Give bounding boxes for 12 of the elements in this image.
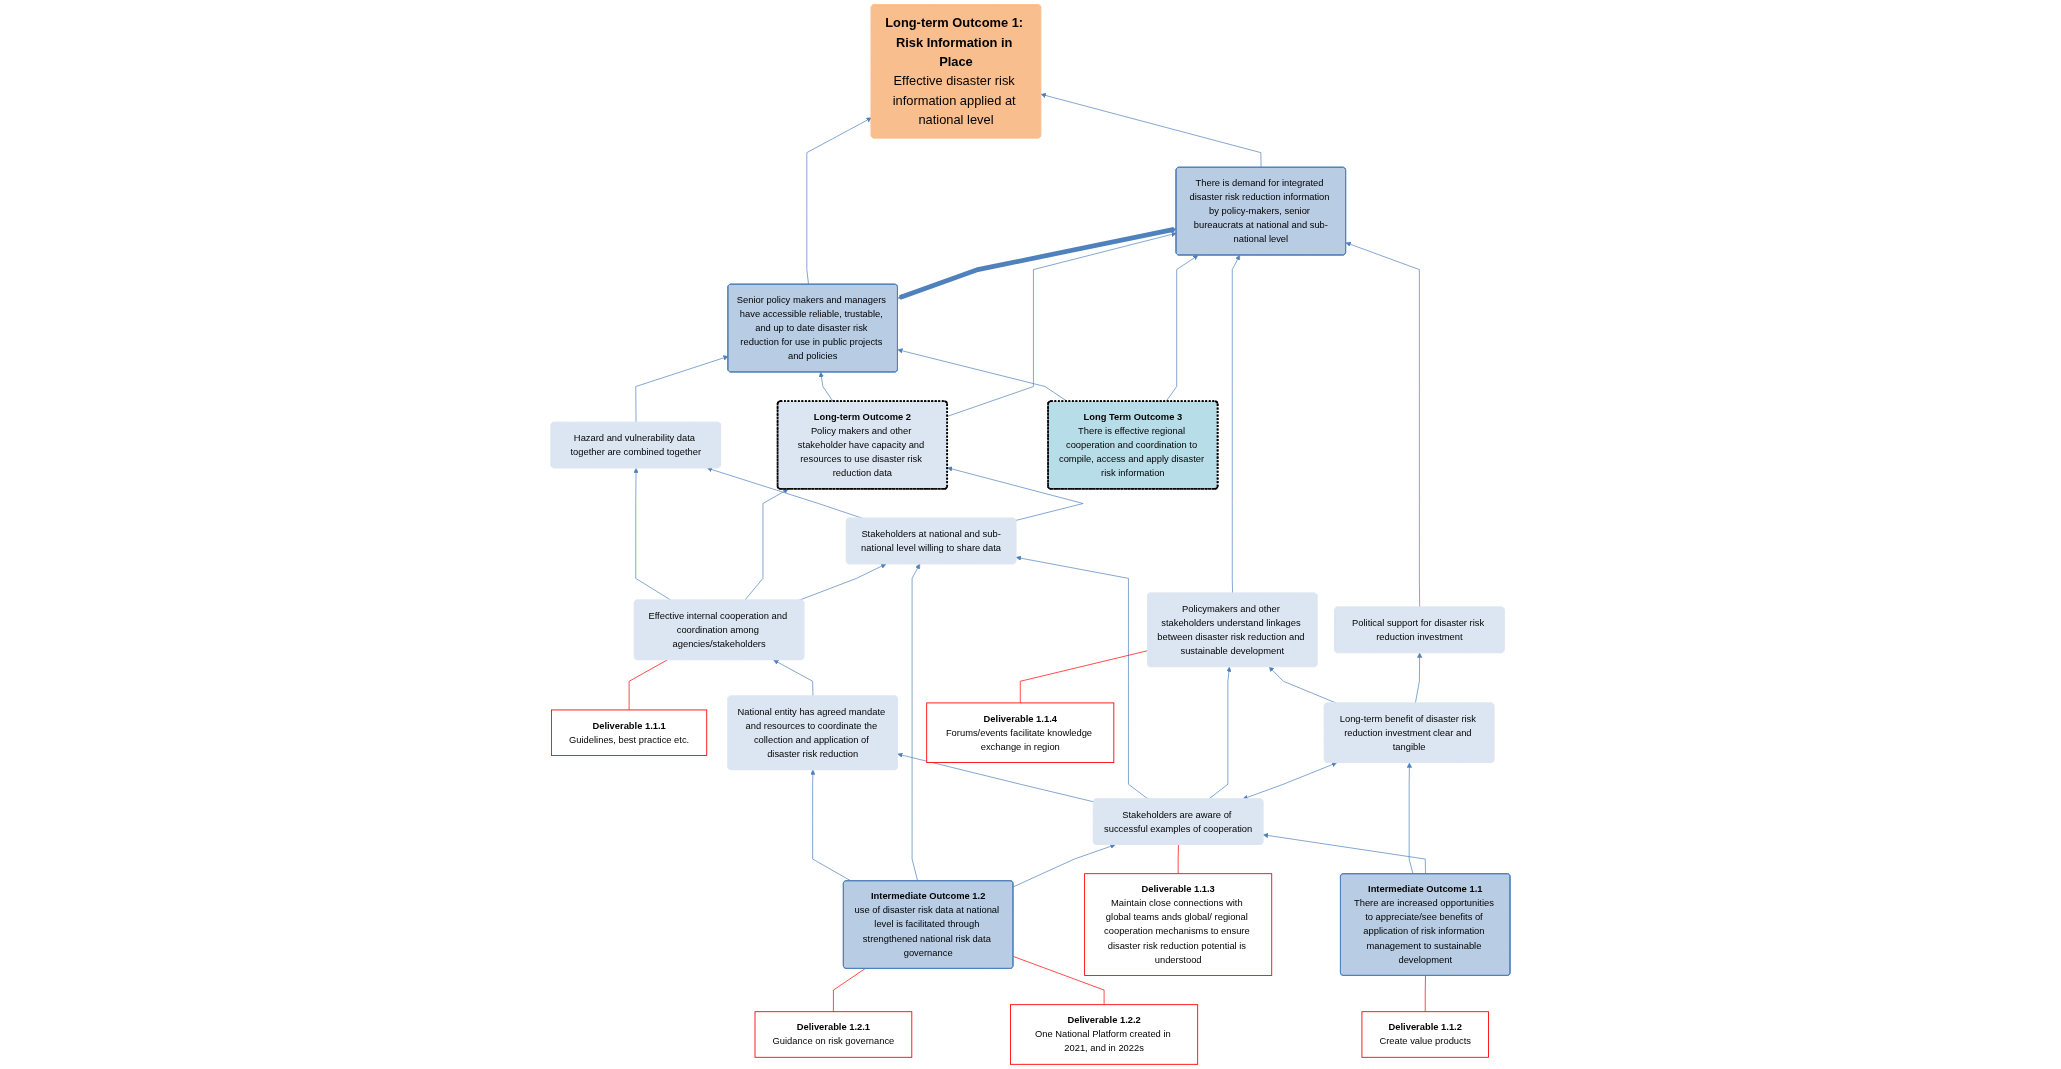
node-box: Deliverable 1.1.1 Guidelines, best practice etc. [551,709,708,756]
arrow [897,227,1177,300]
connector [1012,956,1105,1005]
connector [1019,650,1149,704]
node-box: Deliverable 1.2.1 Guidance on risk governance [754,1011,913,1058]
node-box: Deliverable 1.2.2 One National Platform created in 2021, and in 2022s [1010,1004,1199,1065]
connector [1424,975,1426,1013]
connector [833,968,866,1013]
node-box: Deliverable 1.1.2 Create value products [1361,1011,1489,1058]
node-box: Deliverable 1.1.3 Maintain close connections with global teams ands global/ regional cooperation mechanisms to ensure disaster risk reduction potential is understood [1084,873,1273,976]
connector [1177,844,1179,875]
node-box: Deliverable 1.1.4 Forums/events facilitate knowledge exchange in region [926,702,1115,763]
